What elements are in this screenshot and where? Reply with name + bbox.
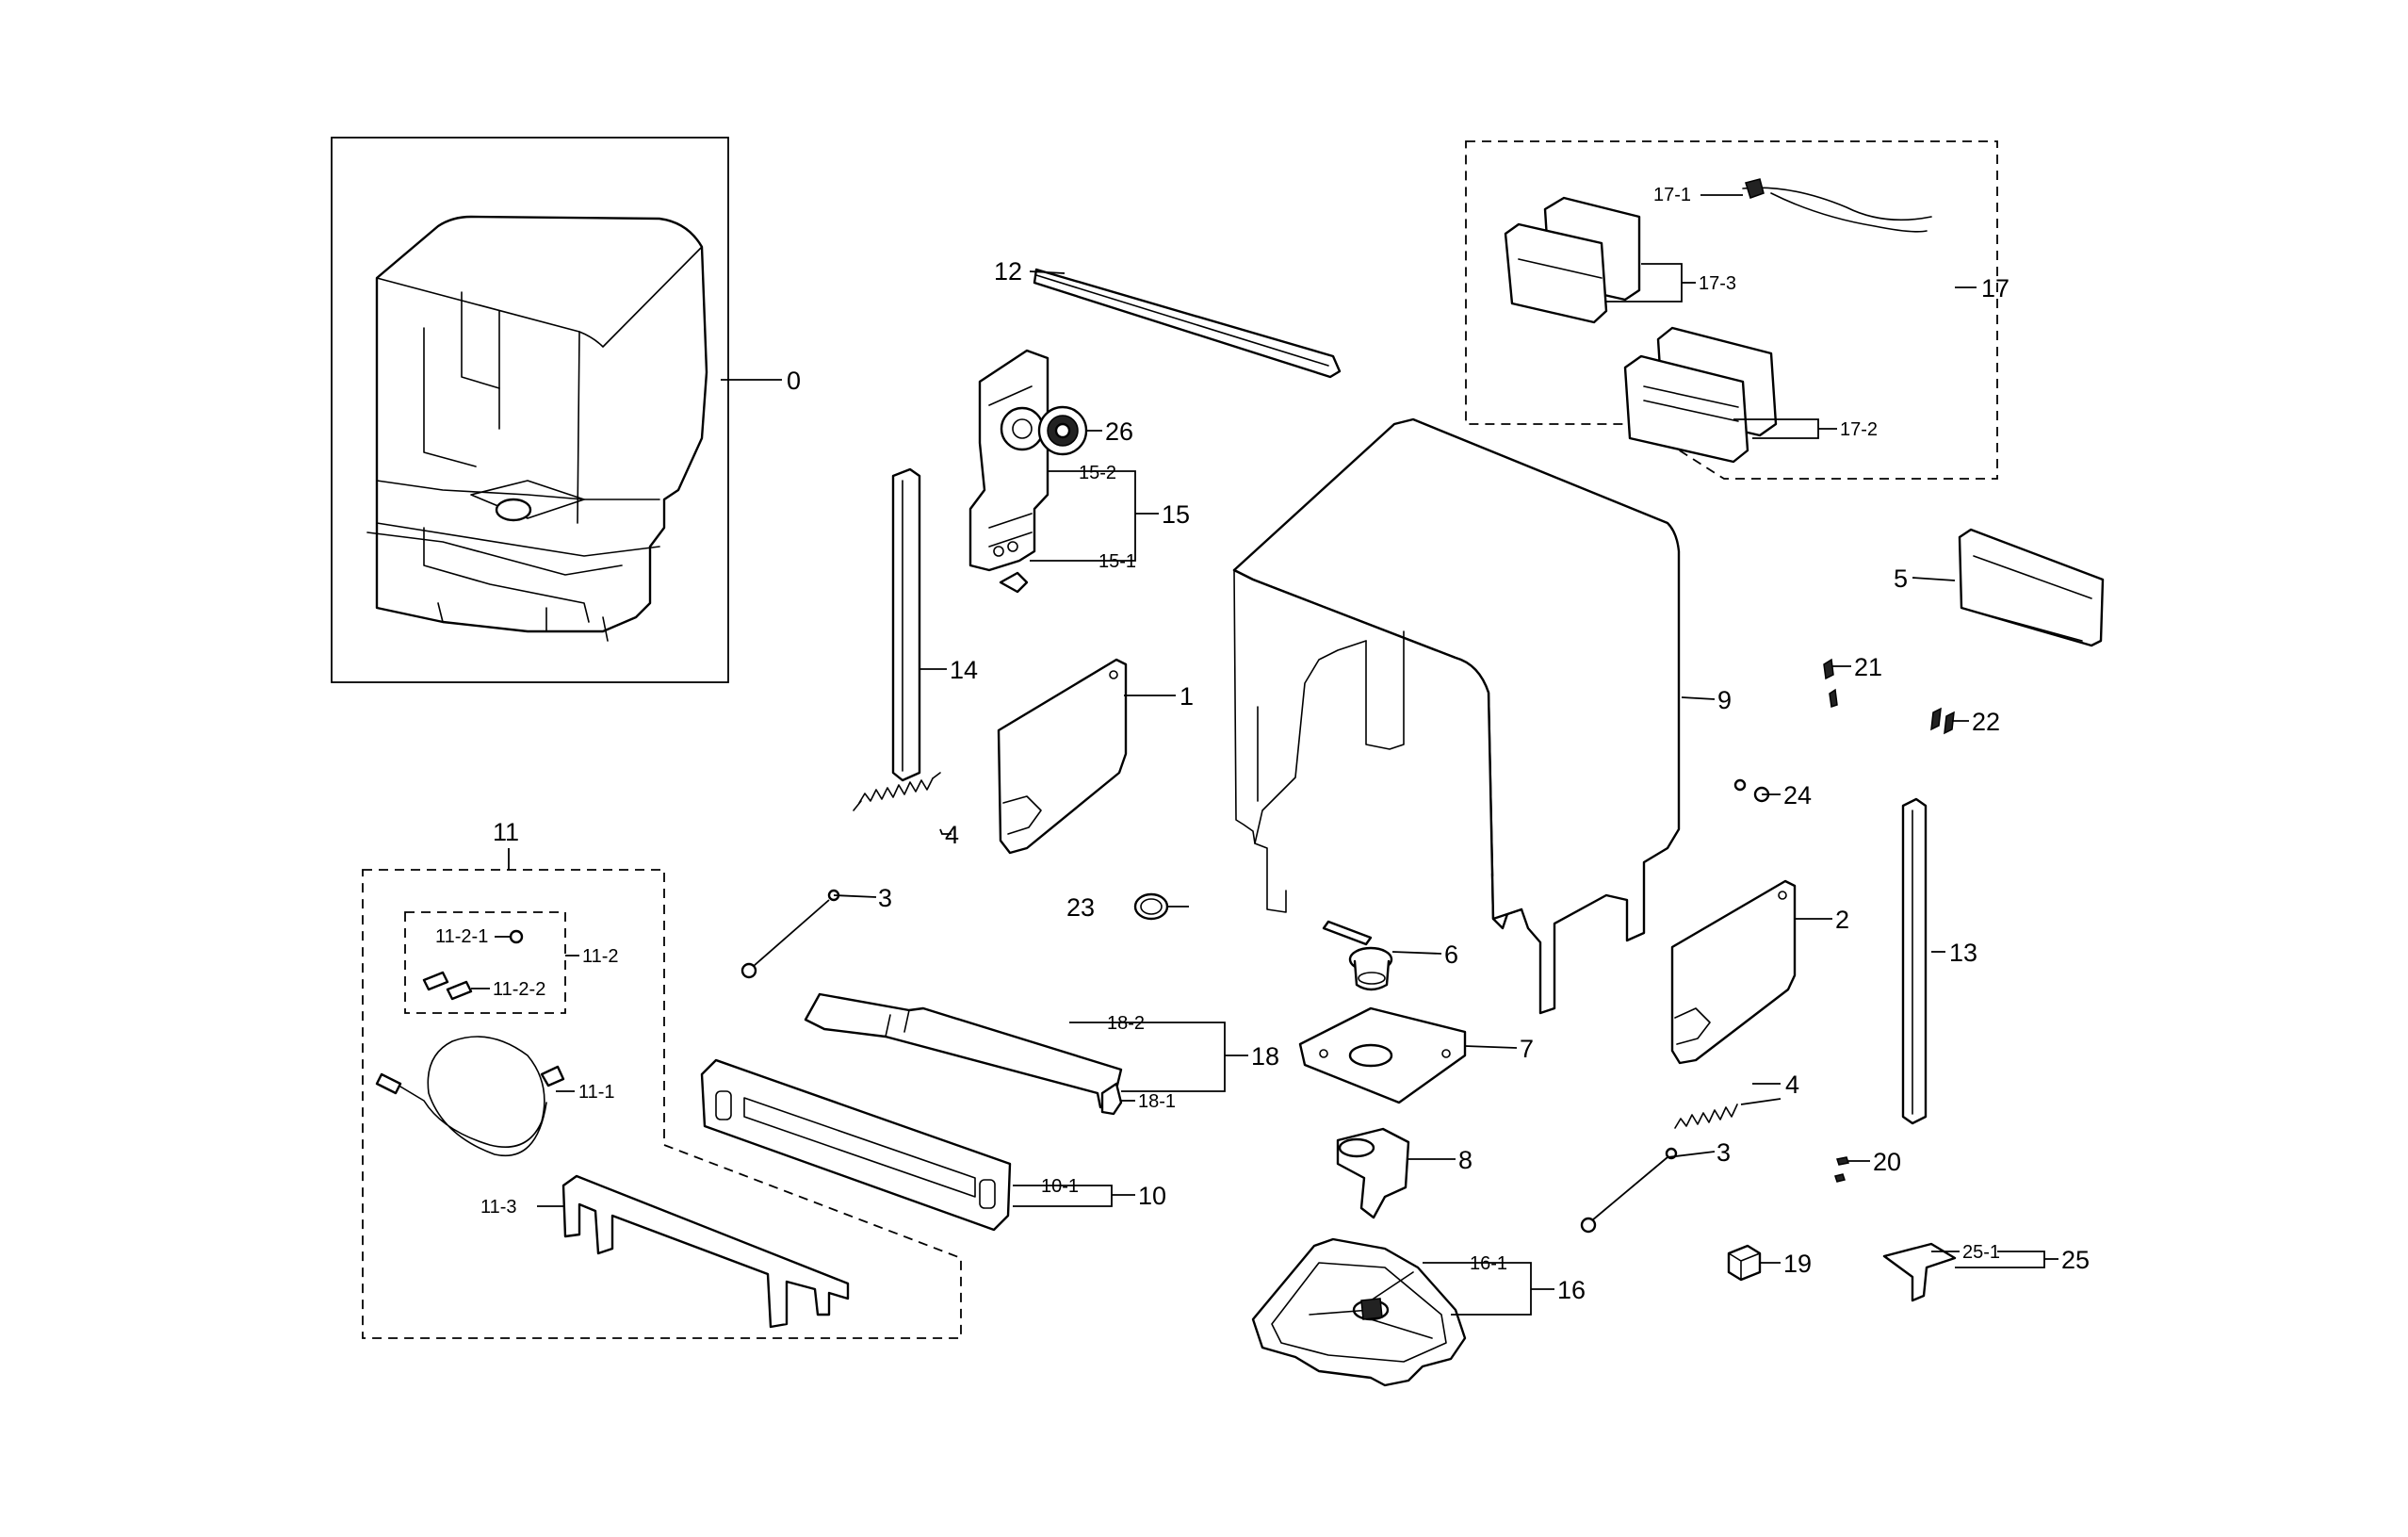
callout-4-left: 4 bbox=[945, 821, 959, 849]
part-12-top-rail[interactable] bbox=[1033, 268, 1342, 379]
part-17-group-box bbox=[1465, 140, 1998, 480]
part-0-tub-assembly[interactable] bbox=[331, 137, 729, 683]
callout-26: 26 bbox=[1105, 417, 1133, 446]
callout-11-3: 11-3 bbox=[480, 1197, 517, 1218]
callout-23: 23 bbox=[1066, 893, 1095, 922]
part-11-2-group-box bbox=[404, 911, 566, 1014]
callout-15-2: 15-2 bbox=[1079, 463, 1116, 483]
part-24-screws[interactable] bbox=[1733, 778, 1770, 803]
callout-labels: 0 1 2 3 3 4 4 5 6 7 8 9 10 10-1 11 11-1 … bbox=[435, 185, 2090, 1304]
part-18-1-clip[interactable] bbox=[1100, 1082, 1123, 1116]
part-22-hooks[interactable] bbox=[1930, 707, 1955, 735]
part-2-side-panel[interactable] bbox=[1670, 879, 1797, 1065]
leader-lines bbox=[471, 194, 2058, 1316]
callout-24: 24 bbox=[1783, 781, 1812, 809]
callout-11: 11 bbox=[493, 818, 519, 846]
part-26-gear[interactable] bbox=[1037, 405, 1088, 456]
callout-10: 10 bbox=[1138, 1182, 1166, 1210]
part-4-spring-right[interactable] bbox=[1674, 1104, 1738, 1129]
callout-25: 25 bbox=[2061, 1246, 2090, 1274]
callout-25-1: 25-1 bbox=[1962, 1242, 2000, 1263]
part-4-spring-left[interactable] bbox=[853, 772, 941, 811]
callout-18-1: 18-1 bbox=[1138, 1091, 1176, 1112]
callout-5: 5 bbox=[1894, 564, 1908, 593]
callout-2: 2 bbox=[1835, 906, 1849, 934]
part-5-control-panel[interactable] bbox=[1958, 528, 2105, 647]
callout-17-3: 17-3 bbox=[1699, 273, 1736, 294]
part-17-1-wire-harness[interactable] bbox=[1742, 178, 1932, 233]
callout-7: 7 bbox=[1520, 1035, 1534, 1063]
part-18-2-plate[interactable] bbox=[804, 992, 1123, 1109]
callout-16-1: 16-1 bbox=[1470, 1253, 1507, 1274]
part-0-frame bbox=[331, 137, 729, 683]
callout-11-2: 11-2 bbox=[582, 946, 619, 967]
part-25-bracket[interactable] bbox=[1882, 1242, 1957, 1302]
callout-18-2: 18-2 bbox=[1107, 1013, 1145, 1034]
callout-21: 21 bbox=[1854, 653, 1882, 681]
part-17-2-dispenser-pair[interactable] bbox=[1623, 326, 1778, 464]
part-19-cap[interactable] bbox=[1727, 1244, 1762, 1282]
callout-17: 17 bbox=[1981, 274, 2009, 302]
part-11-3-bracket[interactable] bbox=[561, 1174, 850, 1329]
callout-17-1: 17-1 bbox=[1653, 185, 1691, 205]
callout-18: 18 bbox=[1251, 1042, 1279, 1071]
callout-11-2-1: 11-2-1 bbox=[435, 926, 488, 947]
callout-20: 20 bbox=[1873, 1148, 1901, 1176]
part-16-base-pan[interactable] bbox=[1251, 1237, 1467, 1387]
callout-22: 22 bbox=[1972, 708, 2000, 736]
part-23-o-ring[interactable] bbox=[1133, 892, 1169, 921]
callout-16: 16 bbox=[1557, 1276, 1586, 1304]
part-20-pins[interactable] bbox=[1834, 1156, 1849, 1183]
part-6-fitting[interactable] bbox=[1322, 920, 1393, 991]
callout-15-1: 15-1 bbox=[1098, 551, 1136, 572]
part-3-cable-right[interactable] bbox=[1580, 1147, 1678, 1234]
part-15-bracket-assembly[interactable] bbox=[968, 349, 1049, 594]
part-3-cable-left[interactable] bbox=[740, 889, 840, 979]
part-9-outer-cabinet[interactable] bbox=[1232, 417, 1681, 1015]
callout-8: 8 bbox=[1458, 1146, 1472, 1174]
part-11-hose-group[interactable] bbox=[362, 869, 962, 1339]
callout-3-left: 3 bbox=[878, 884, 892, 912]
part-1-side-panel[interactable] bbox=[997, 658, 1128, 855]
callout-0: 0 bbox=[787, 367, 801, 395]
callout-4-right: 4 bbox=[1785, 1071, 1799, 1099]
part-7-gasket-plate[interactable] bbox=[1298, 1006, 1467, 1104]
callout-10-1: 10-1 bbox=[1041, 1176, 1079, 1197]
part-11-group-box bbox=[362, 869, 962, 1339]
callout-9: 9 bbox=[1717, 686, 1732, 714]
callout-17-2: 17-2 bbox=[1840, 419, 1878, 440]
part-13-right-side-rail[interactable] bbox=[1901, 797, 1928, 1125]
part-21-clip[interactable] bbox=[1823, 658, 1838, 708]
callout-14: 14 bbox=[950, 656, 978, 684]
callout-1: 1 bbox=[1180, 682, 1194, 711]
part-14-left-side-rail[interactable] bbox=[891, 467, 921, 782]
part-10-kick-plate[interactable] bbox=[700, 1058, 1012, 1232]
callout-11-1: 11-1 bbox=[578, 1082, 615, 1103]
callout-19: 19 bbox=[1783, 1250, 1812, 1278]
callout-6: 6 bbox=[1444, 940, 1458, 969]
part-11-1-drain-hose[interactable] bbox=[375, 1036, 565, 1156]
part-8-filter[interactable] bbox=[1336, 1127, 1410, 1219]
part-11-2-2-brackets[interactable] bbox=[422, 971, 473, 1001]
callout-12: 12 bbox=[994, 257, 1022, 286]
part-17-3-dispenser-pair[interactable] bbox=[1504, 196, 1641, 324]
part-17-dispenser-group[interactable] bbox=[1465, 140, 1998, 480]
part-11-2-1-clamp[interactable] bbox=[509, 929, 524, 944]
callout-3-right: 3 bbox=[1717, 1138, 1731, 1167]
part-18-bracket-assembly[interactable] bbox=[804, 992, 1123, 1116]
callout-15: 15 bbox=[1162, 500, 1190, 529]
callout-11-2-2: 11-2-2 bbox=[493, 979, 545, 1000]
callout-13: 13 bbox=[1949, 939, 1977, 967]
